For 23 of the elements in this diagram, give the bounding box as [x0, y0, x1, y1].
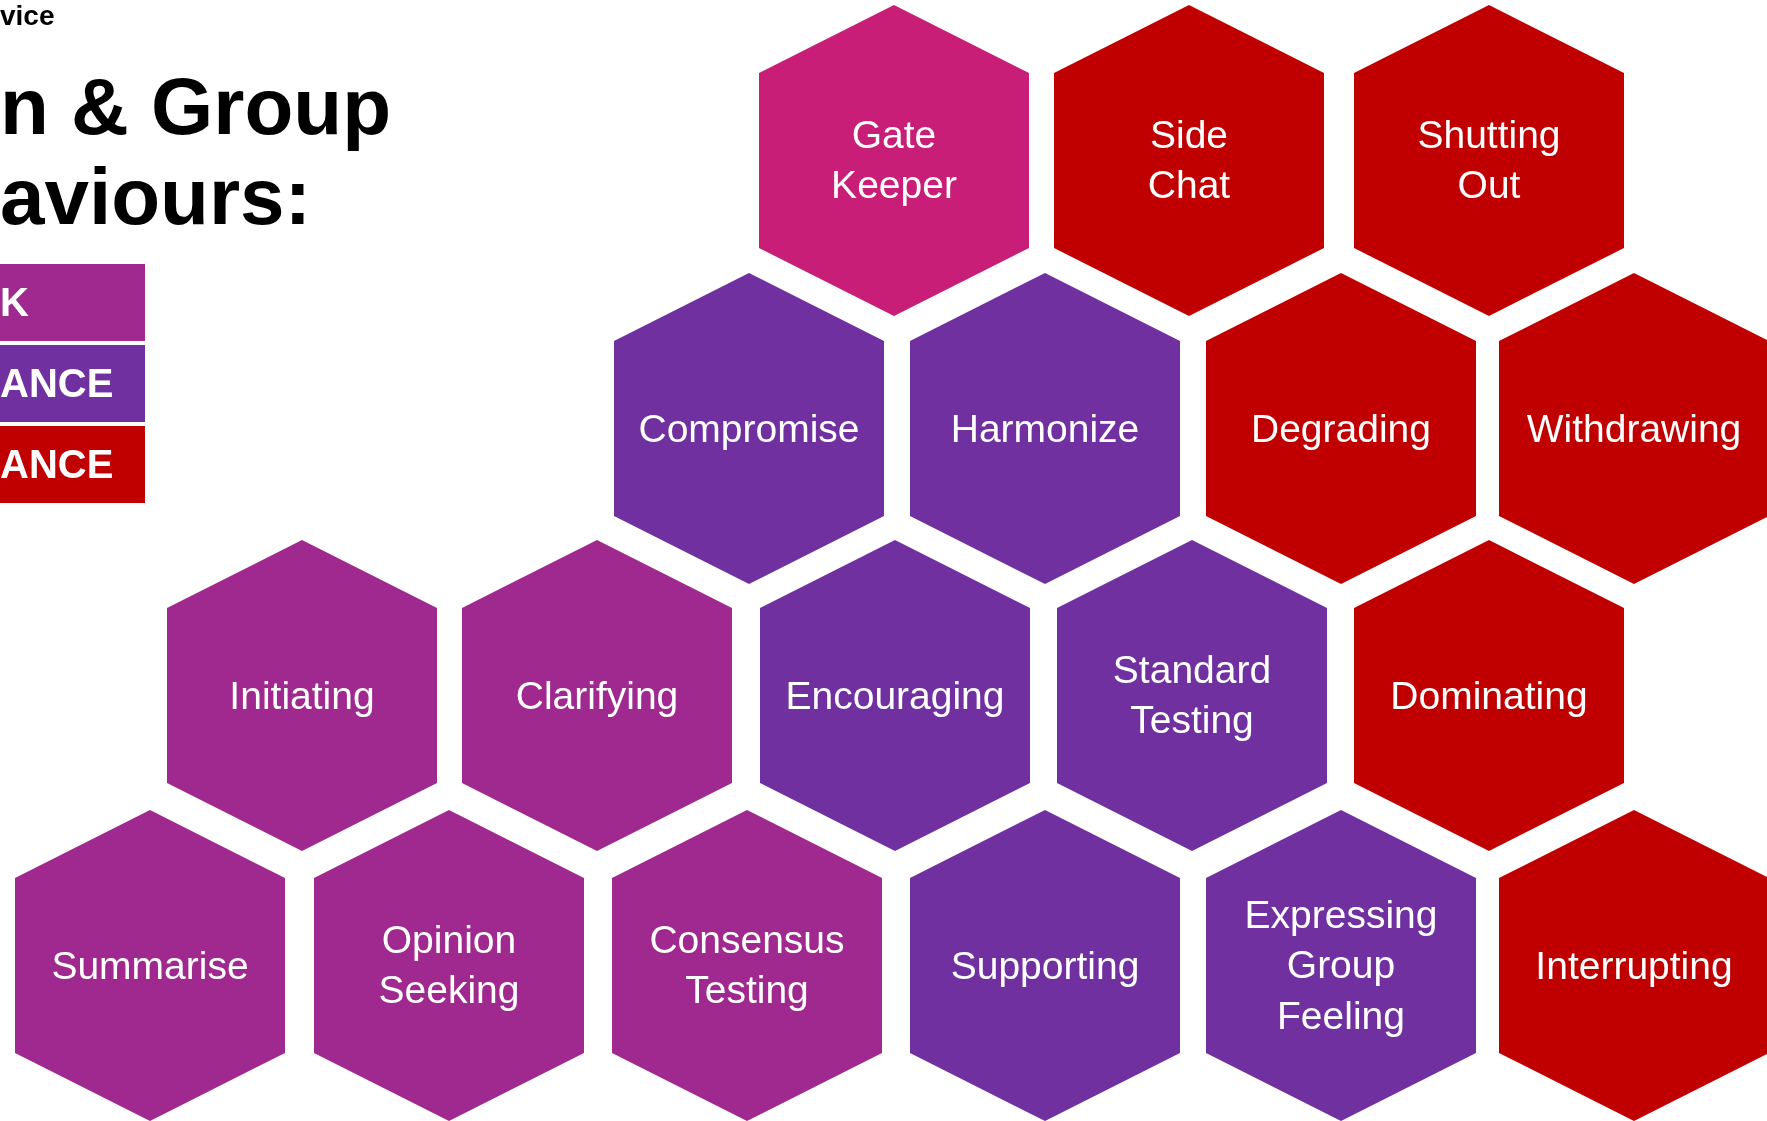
hexagon-label: Opinion Seeking	[378, 916, 520, 1014]
hexagon-label: Dominating	[1390, 672, 1588, 719]
hexagon-label: Clarifying	[515, 672, 679, 719]
title: n & Group aviours:	[0, 62, 393, 242]
heading-text: vice	[0, 0, 55, 32]
legend-label: K	[0, 279, 29, 326]
hexagon-label: Consensus Testing	[649, 916, 845, 1014]
hexagon-label: Compromise	[638, 405, 860, 452]
hexagon-label: Expressing Group Feeling	[1244, 891, 1438, 1039]
hexagon-label: Degrading	[1251, 405, 1431, 452]
hexagon-label: Initiating	[229, 672, 375, 719]
hexagon-label: Interrupting	[1535, 942, 1733, 989]
hexagon-label: Gate Keeper	[831, 111, 957, 209]
hexagon-label: Side Chat	[1147, 111, 1231, 209]
legend-label: ANCE	[0, 360, 114, 407]
hexagon-label: Summarise	[51, 942, 249, 989]
legend-label: ANCE	[0, 441, 114, 488]
hexagon-label: Supporting	[950, 942, 1140, 989]
hexagon-label: Withdrawing	[1526, 405, 1742, 452]
hexagon-label: Shutting Out	[1417, 111, 1561, 209]
hexagon-label: Harmonize	[950, 405, 1140, 452]
hexagon-label: Standard Testing	[1112, 646, 1272, 744]
hexagon-label: Encouraging	[785, 672, 1005, 719]
